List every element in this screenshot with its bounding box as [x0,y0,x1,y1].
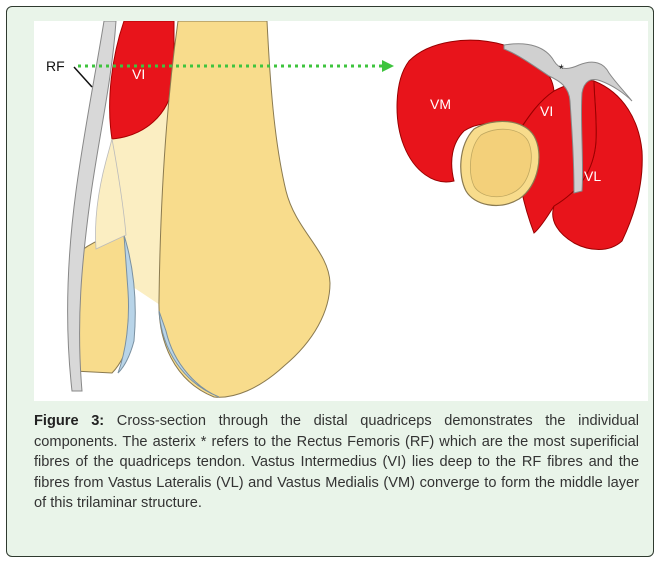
vm-label: VM [430,96,451,112]
asterisk-label: * [559,62,564,76]
rf-pointer [74,67,92,87]
figure-caption: Figure 3: Cross-section through the dist… [34,411,639,514]
femur-bone [159,21,330,397]
caption-label: Figure 3: [34,413,104,429]
caption-text: Cross-section through the distal quadric… [34,413,639,511]
vi-label-left: VI [132,66,145,82]
vi-label-right: VI [540,103,553,119]
figure-frame: RF VI * VM VI VL Figure 3: Cross-section… [6,6,654,557]
vl-label: VL [584,168,601,184]
figure-illustration: RF VI * VM VI VL [34,21,648,401]
arrow-head [382,60,394,72]
rf-label: RF [46,58,65,74]
